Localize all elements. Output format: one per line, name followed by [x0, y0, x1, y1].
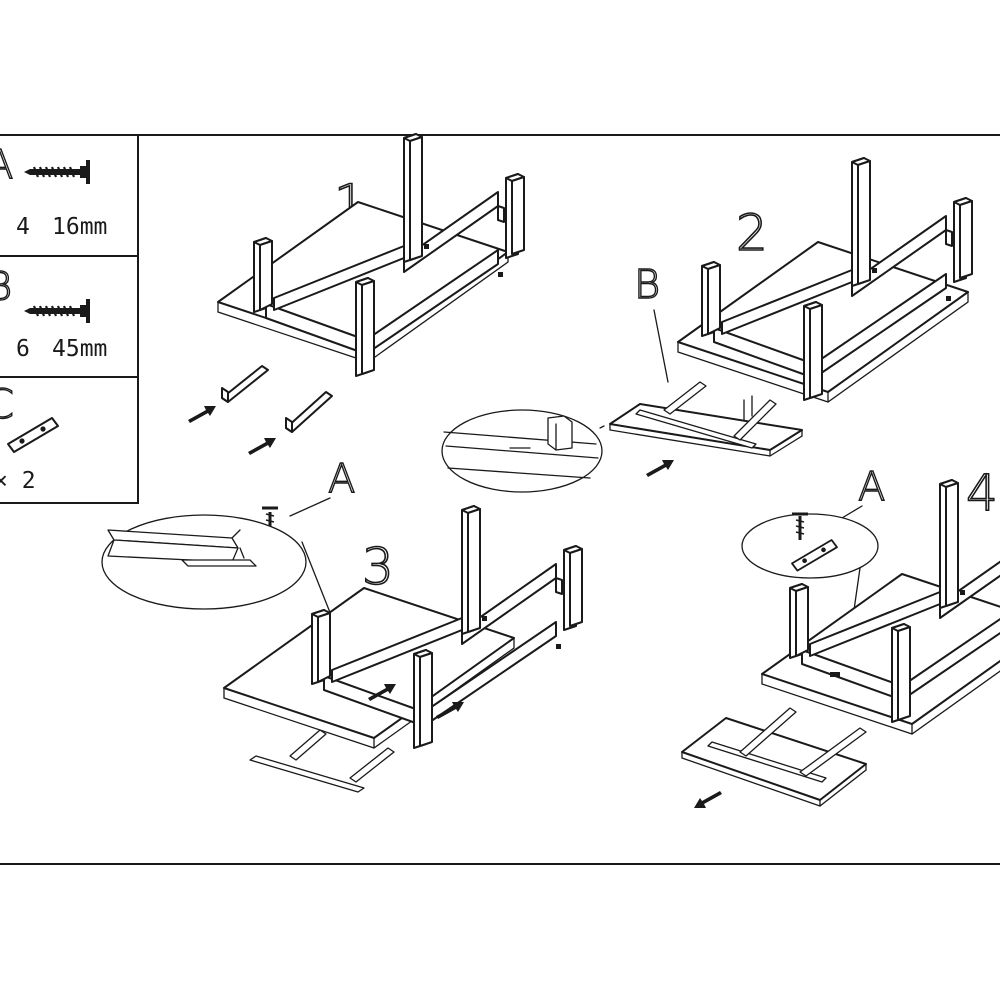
stretcher-rail — [285, 417, 293, 433]
insert-arrow-icon — [188, 406, 216, 423]
legend-size-b: 45mm — [52, 336, 107, 362]
step-2: 2 B — [441, 157, 973, 493]
step-3: 3 A — [101, 455, 583, 793]
legend-quantity-c: × 2 — [0, 468, 36, 494]
stretcher-rail — [221, 387, 229, 403]
step-1: 1 — [188, 133, 525, 455]
parts-legend: A 4 16mm B 6 45mm C × 2 — [0, 134, 139, 504]
step-4-number: 4 — [966, 464, 998, 522]
detail-bubble — [441, 409, 605, 493]
step-4-part-label: A — [858, 464, 885, 510]
step-1-table — [217, 133, 525, 377]
legend-quantity-b: 6 — [16, 336, 30, 362]
step-3-part-label: A — [328, 456, 355, 502]
legend-letter-b: B — [0, 264, 12, 310]
detail-bubble — [101, 514, 361, 689]
screw-icon — [24, 299, 88, 323]
step-2-part-label: B — [634, 262, 660, 308]
step-2-table — [677, 157, 973, 403]
legend-letter-c: C — [0, 382, 14, 428]
insert-arrow-icon — [248, 438, 276, 455]
screw-icon — [24, 160, 88, 184]
step-4: 4 A — [681, 463, 1000, 808]
legend-quantity-a: 4 — [16, 214, 30, 240]
insert-arrow-icon — [646, 460, 674, 477]
step-2-number: 2 — [736, 204, 768, 262]
legend-size-a: 16mm — [52, 214, 107, 240]
step-3-number: 3 — [362, 538, 394, 596]
bracket-plate-icon — [7, 417, 59, 453]
legend-letter-a: A — [0, 142, 13, 188]
